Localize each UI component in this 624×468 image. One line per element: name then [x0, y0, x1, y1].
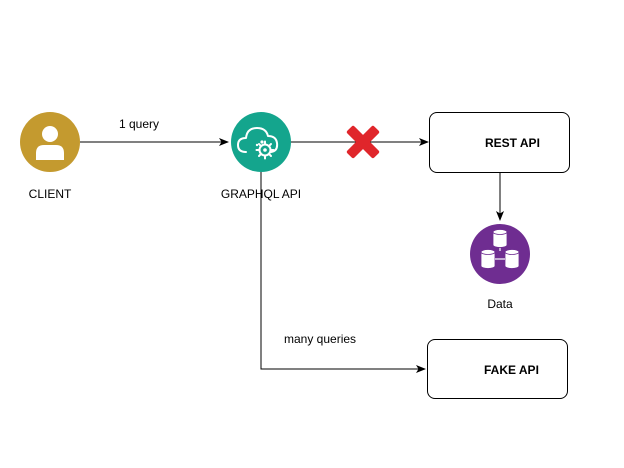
- client-label: CLIENT: [28, 187, 72, 201]
- fake-api-label: FAKE API: [484, 363, 539, 377]
- fake-api-node: [427, 339, 568, 399]
- edge-label-1-query: 1 query: [119, 117, 160, 131]
- red-x-icon: [346, 125, 380, 159]
- user-icon: [20, 112, 80, 172]
- cloud-gear-icon: [231, 112, 291, 172]
- edge-label-many-queries: many queries: [284, 332, 357, 346]
- rest-api-label: REST API: [485, 136, 540, 150]
- data-label: Data: [487, 297, 513, 311]
- database-icon: [470, 224, 530, 284]
- rest-api-node: [429, 112, 570, 173]
- edge-graphql-to-fake: [260, 172, 426, 373]
- graphql-api-label: GRAPHQL API: [220, 187, 302, 201]
